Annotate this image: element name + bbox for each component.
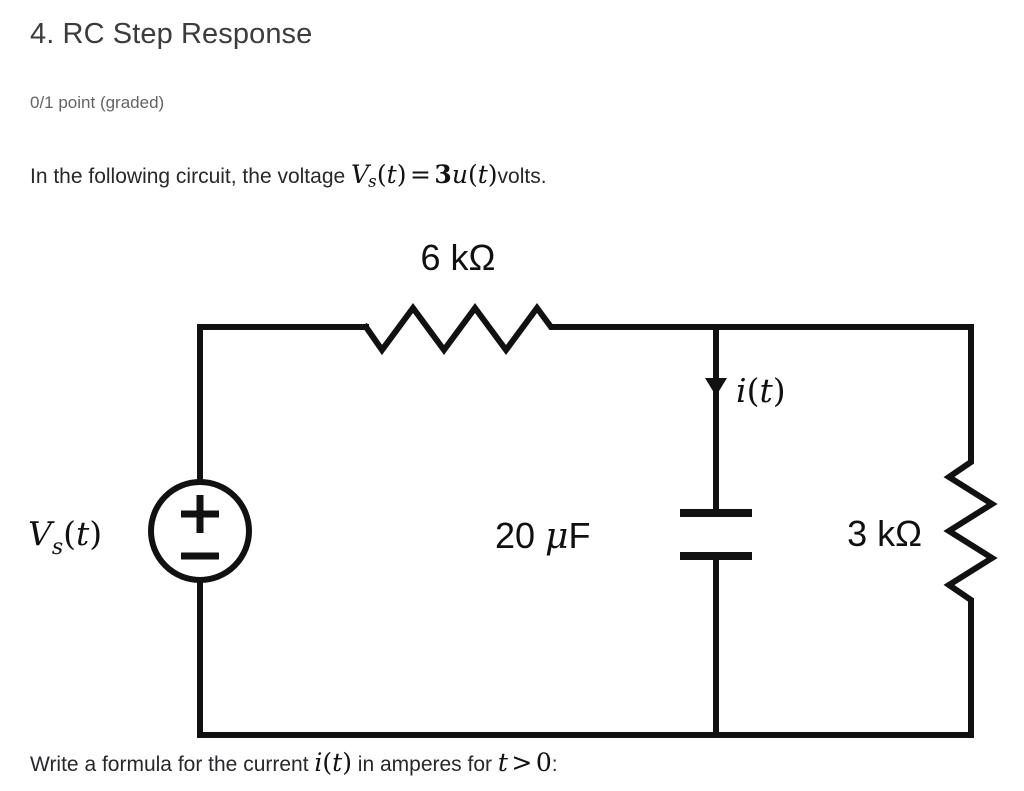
equation-u-paren-close: ) [487,160,498,189]
source-label-paren-open: ( [63,514,76,553]
equation-v-subscript: s [368,172,377,192]
equation-v: V [351,160,370,189]
answer-prompt-current-math: i(t) [314,748,352,777]
capacitor-label-mu: μ [545,516,568,557]
problem-statement-prefix: In the following circuit, the voltage [30,165,352,188]
answer-prompt-suffix: : [551,753,558,776]
current-label-paren-close: ) [773,371,786,410]
source-label-v: V [28,514,55,553]
equation-equals: = [409,160,431,189]
answer-prompt-time-math: t>0 [498,748,552,777]
answer-prompt-prefix: Write a formula for the current [30,753,315,776]
source-label-t: t [76,514,90,553]
current-label-paren-open: ( [747,371,760,410]
answer-math-i: i [314,748,323,777]
equation-paren-open: ( [376,160,387,189]
source-label: Vs(t) [28,514,102,560]
resistor-top-symbol [361,302,974,356]
equation-u: u [451,160,468,189]
equation-paren-close: ) [396,160,407,189]
points-status: 0/1 point (graded) [30,93,165,112]
equation-three: 3 [434,160,452,189]
answer-math-paren-close: ) [342,748,352,777]
answer-math-paren-open: ( [322,748,333,777]
equation-t: t [386,160,397,189]
current-label-i: i [736,371,747,410]
current-arrow-head [705,378,727,396]
capacitor-label: 20 μF [495,515,590,557]
equation-u-t: t [477,160,488,189]
resistor-right-label: 3 kΩ [847,513,922,554]
page-title: 4. RC Step Response [30,18,313,50]
answer-math-t: t [332,748,343,777]
current-label: i(t) [736,371,786,410]
capacitor-label-unit: F [568,515,590,556]
problem-statement-suffix: volts. [497,165,547,188]
source-label-paren-close: ) [89,514,102,553]
equation-u-paren-open: ( [467,160,478,189]
current-label-t: t [759,371,773,410]
resistor-right-symbol [943,452,998,738]
answer-prompt-mid: in amperes for [351,753,498,776]
problem-statement: In the following circuit, the voltage Vs… [30,160,547,191]
capacitor-label-value: 20 [495,515,545,556]
voltage-source-plus-icon [181,495,219,533]
answer-math-gt: > [511,748,533,777]
source-label-subscript: s [52,535,63,560]
source-voltage-equation: Vs(t)=3u(t) [351,160,498,192]
resistor-top-label: 6 kΩ [421,237,496,278]
answer-math-zero: 0 [535,748,552,777]
answer-math-t2: t [497,748,508,777]
answer-prompt: Write a formula for the current i(t) in … [30,748,558,777]
